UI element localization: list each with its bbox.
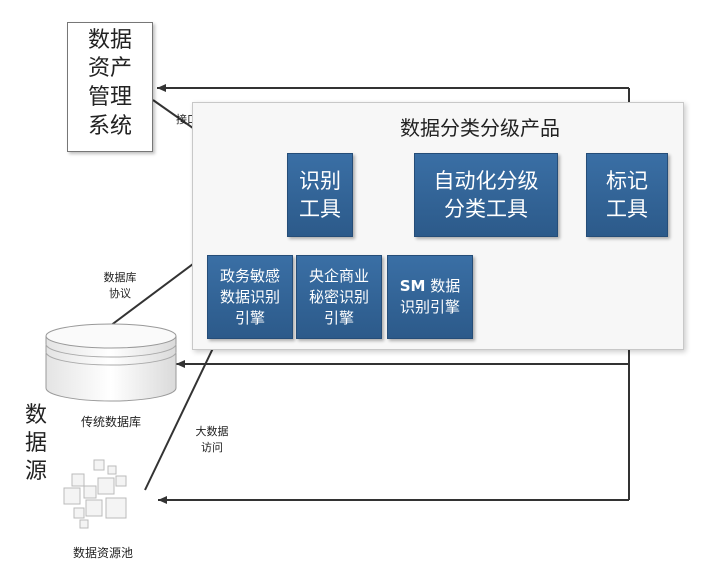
- identify-tool-line-2: 工具: [299, 197, 341, 221]
- data-source-char-1: 数: [24, 403, 47, 428]
- db-protocol-label: 数据库 协议: [92, 270, 148, 302]
- traditional-db-label: 传统数据库: [80, 415, 141, 429]
- gov-engine-line-3: 引擎: [234, 308, 265, 327]
- mark-tool-line-2: 工具: [606, 197, 648, 221]
- soe-engine-line-1: 央企商业: [308, 266, 369, 285]
- data-source-char-2: 据: [24, 431, 47, 456]
- data-asset-mgmt-box: [67, 22, 153, 152]
- sm-bold-text: SM: [399, 277, 426, 295]
- database-cylinder-icon: [45, 323, 177, 402]
- resource-pool-icon: [63, 459, 127, 529]
- gov-engine-line-2: 数据识别: [219, 287, 280, 306]
- sm-engine-line-2: 识别引擎: [399, 298, 460, 316]
- dam-line-4: 系统: [87, 114, 132, 139]
- identify-tool-line-1: 识别: [299, 169, 341, 193]
- mark-tool-box: 标记 工具: [586, 153, 668, 237]
- identify-tool-box: 识别 工具: [287, 153, 353, 237]
- soe-secret-engine-box: 央企商业 秘密识别 引擎: [296, 255, 382, 339]
- bigdata-access-line-1: 大数据: [195, 425, 229, 438]
- sm-engine-line-1: SM 数据: [388, 276, 472, 297]
- sm-engine-box: SM 数据 识别引擎: [387, 255, 473, 339]
- data-source-char-3: 源: [24, 459, 47, 484]
- auto-tool-line-2: 分类工具: [444, 197, 528, 221]
- auto-classify-tool-box: 自动化分级 分类工具: [414, 153, 558, 237]
- soe-engine-line-2: 秘密识别: [308, 287, 369, 306]
- soe-engine-line-3: 引擎: [323, 308, 354, 327]
- db-protocol-line-1: 数据库: [103, 271, 137, 284]
- mark-tool-line-1: 标记: [606, 169, 648, 193]
- gov-sensitive-engine-box: 政务敏感 数据识别 引擎: [207, 255, 293, 339]
- dam-line-3: 管理: [87, 85, 132, 110]
- auto-tool-line-1: 自动化分级: [433, 169, 539, 193]
- sm-rest-text: 数据: [425, 277, 461, 295]
- resource-pool-label: 数据资源池: [72, 546, 133, 560]
- dam-line-2: 资产: [87, 56, 132, 81]
- product-title: 数据分类分级产品: [400, 116, 560, 140]
- db-protocol-line-2: 协议: [109, 287, 131, 300]
- dam-line-1: 数据: [87, 28, 132, 53]
- bigdata-access-label: 大数据 访问: [184, 424, 240, 456]
- bigdata-access-line-2: 访问: [201, 441, 223, 454]
- data-source-label: 数 据 源: [22, 402, 50, 486]
- gov-engine-line-1: 政务敏感: [219, 266, 280, 285]
